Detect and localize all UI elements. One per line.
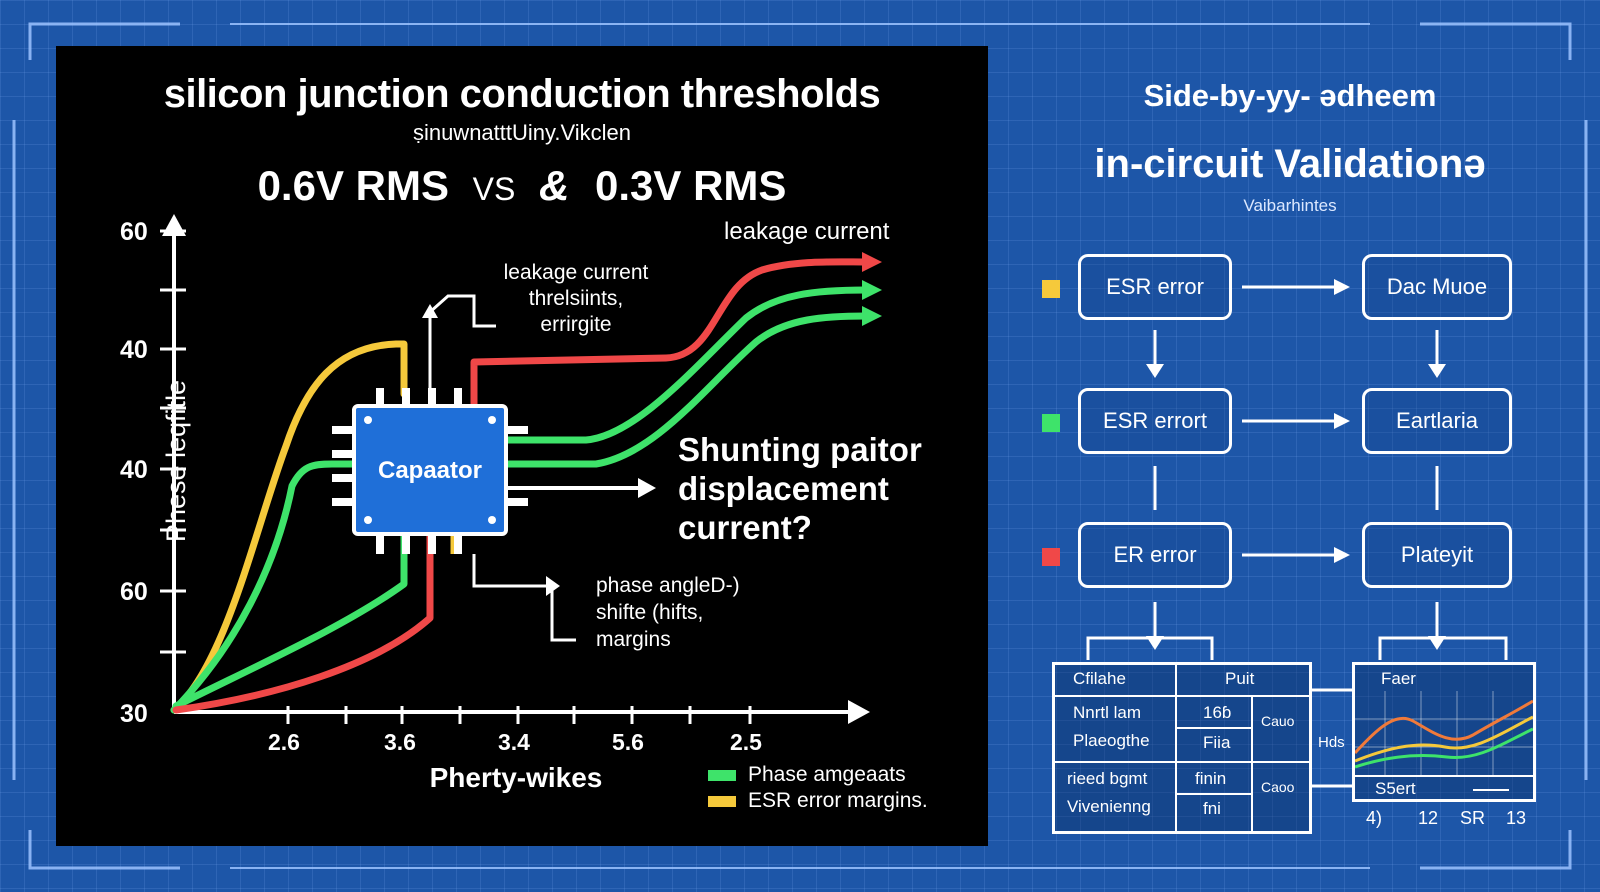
flow-box-eartlaria: Eartlaria [1362, 388, 1512, 454]
series-line-green-lower [172, 530, 408, 710]
table-cell: Fiia [1203, 733, 1231, 752]
table-cell: finin [1195, 769, 1227, 788]
mini-chart: Faer S5ert [1352, 662, 1536, 802]
table-cell: fni [1203, 799, 1221, 818]
mini-line-yellow [1355, 715, 1533, 763]
mini-chart-footer: S5ert [1375, 779, 1416, 798]
table-cell: Plaeogthe [1073, 731, 1150, 750]
y-tick-label: 60 [120, 218, 148, 246]
row-marker-red [1042, 548, 1060, 566]
leakage-current-label: leakage current [724, 218, 890, 245]
series-line-green-right [500, 286, 870, 444]
table-cell: rieed bgmt [1067, 769, 1148, 788]
green-arrowhead [862, 280, 882, 300]
right-panel-subtitle: Vaibarhintes [1243, 196, 1337, 215]
y-tick-label: 40 [120, 456, 148, 484]
table-side-label: Caoo [1261, 779, 1295, 795]
chart-legend: Phase amgeaats ESR error margins. [708, 762, 928, 814]
table-cell: Nnrtl lam [1073, 703, 1142, 722]
y-tick-label: 60 [120, 578, 148, 606]
left-panel: silicon junction conduction thresholds ṣ… [56, 46, 988, 846]
green-arrowhead-2 [862, 306, 882, 326]
shunt-arrowhead [638, 478, 656, 498]
chart-subtitle: ṣinuwnatttUiny.Vikclen [412, 120, 632, 145]
legend-item: Phase amgeaats [708, 762, 928, 788]
legend-swatch-yellow [708, 795, 736, 807]
mini-line-orange [1355, 699, 1533, 755]
x-tick-label: 2.5 [730, 729, 762, 755]
vs-label: VS [472, 171, 516, 207]
legend-item: ESR error margins. [708, 788, 928, 814]
table-header: Puit [1225, 669, 1255, 688]
y-axis-label: Phese leqfitle [161, 379, 191, 543]
mini-line-green [1355, 727, 1533, 769]
x-tick-label: 3.4 [498, 729, 530, 755]
row-marker-green [1042, 414, 1060, 432]
leakage-thresholds-label: leakage current threlsiints, errirgite [503, 261, 649, 336]
y-tick-label: 30 [120, 700, 148, 728]
y-tick-label: 40 [120, 336, 148, 364]
legend-swatch-green [708, 769, 736, 781]
mini-tick-label: 13 [1506, 808, 1527, 828]
flow-box-dac-muoe: Dac Muoe [1362, 254, 1512, 320]
x-tick-label: 3.6 [384, 729, 416, 755]
validation-table: Cfilahe Puit Nnrtl lam 16ɓ Plaeogthe Fii… [1052, 662, 1312, 834]
voltage-comparison: 0.6V RMS VS & 0.3V RMS [56, 162, 988, 210]
table-connector-label: Hds [1318, 734, 1345, 751]
series-line-red-right [470, 258, 870, 410]
series-line-green-right-2 [500, 312, 870, 468]
mini-tick-label: 12 [1418, 808, 1439, 828]
table-header: Cfilahe [1073, 669, 1126, 688]
right-panel-title: Side-by-yy- ədheem [1143, 78, 1437, 113]
voltage-a: 0.6V RMS [257, 162, 449, 209]
threshold-chart: 60 40 40 60 30 2.6 3.6 3.4 5.6 2.5 [120, 214, 882, 755]
right-panel-heading: in-circuit Validationə [1094, 142, 1486, 186]
flow-box-plateyit: Plateyit [1362, 522, 1512, 588]
series-line-yellow [170, 340, 408, 714]
voltage-b: 0.3V RMS [595, 162, 787, 209]
table-cell: Vivenienng [1067, 797, 1151, 816]
x-tick-label: 5.6 [612, 729, 644, 755]
phase-callout-line [472, 554, 576, 642]
mini-tick-label: 4) [1366, 808, 1383, 828]
phase-angle-label: phase angleD-) shifte (hifts, margins [596, 574, 740, 651]
x-axis-arrow [848, 700, 870, 724]
series-line-green [170, 460, 360, 714]
row-marker-yellow [1042, 280, 1060, 298]
vs-glyph: & [539, 162, 570, 209]
legend-label: Phase amgeaats [748, 763, 906, 786]
capacitor-label: Capaator [378, 457, 482, 484]
mini-chart-plot [1355, 691, 1533, 775]
leak-callout-line [428, 294, 496, 390]
shunting-label: Shunting paitor displacement current? [678, 431, 922, 546]
red-arrowhead [862, 252, 882, 272]
x-tick-label: 2.6 [268, 729, 300, 755]
y-axis-arrow [162, 214, 186, 236]
series-line-red [172, 530, 434, 714]
table-side-label: Cauo [1261, 713, 1295, 729]
flow-box-er-error: ER error [1078, 522, 1232, 588]
capacitor-chip [352, 404, 508, 536]
legend-label: ESR error margins. [748, 789, 928, 812]
mini-chart-title: Faer [1381, 669, 1416, 688]
flow-box-esr-errort: ESR errort [1078, 388, 1232, 454]
table-cell: 16ɓ [1203, 703, 1232, 722]
mini-tick-label: SR [1460, 808, 1486, 828]
flow-box-esr-error: ESR error [1078, 254, 1232, 320]
x-axis-label: Pherty-wikes [429, 762, 603, 793]
chart-title: silicon junction conduction thresholds [163, 72, 881, 116]
